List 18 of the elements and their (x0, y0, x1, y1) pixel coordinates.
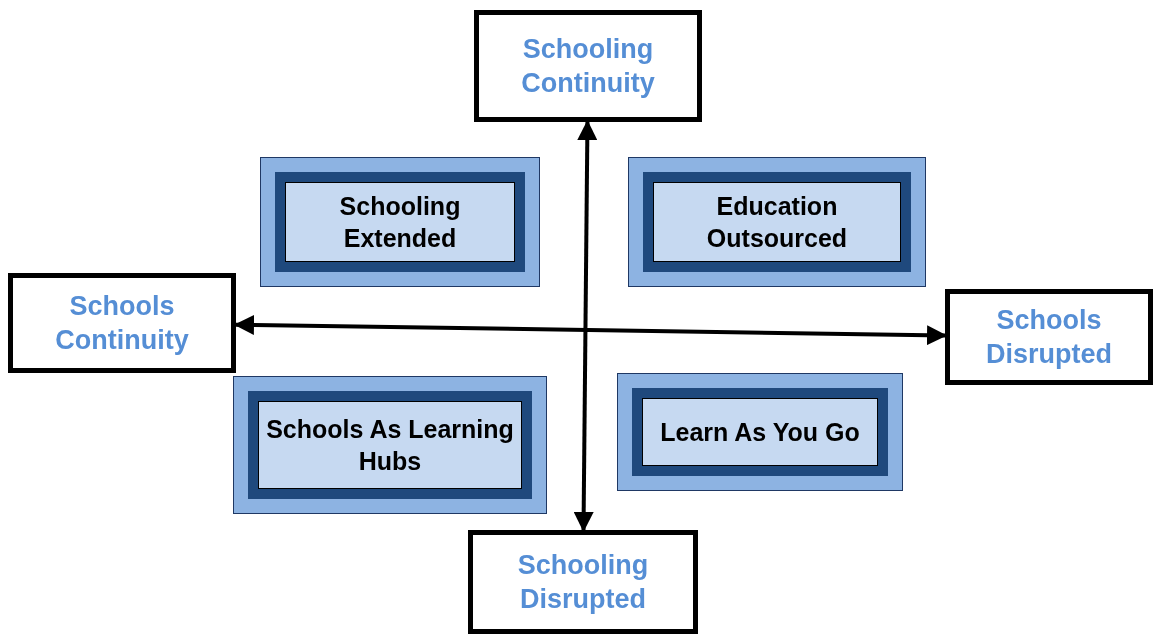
axis-end-box (8, 273, 236, 373)
scenario-label: Education Outsourced (705, 191, 849, 254)
scenario-label: Schools As Learning Hubs (265, 414, 515, 477)
axis-label: Schools Disrupted (985, 304, 1113, 371)
scenario-box (233, 376, 547, 514)
double-arrow (573, 120, 598, 532)
scenario-label: Schooling Extended (338, 191, 462, 254)
double-arrow (234, 315, 947, 346)
axis-label: Schools Continuity (54, 290, 190, 357)
axis-label: Schooling Continuity (520, 33, 656, 100)
scenario-label: Learn As You Go (660, 417, 860, 448)
axis-end-box (474, 10, 702, 122)
scenario-box (617, 373, 903, 491)
scenario-box (260, 157, 540, 287)
axis-end-box (945, 289, 1153, 385)
axis-label: Schooling Disrupted (516, 549, 650, 616)
scenario-box (628, 157, 926, 287)
axis-end-box (468, 530, 698, 634)
